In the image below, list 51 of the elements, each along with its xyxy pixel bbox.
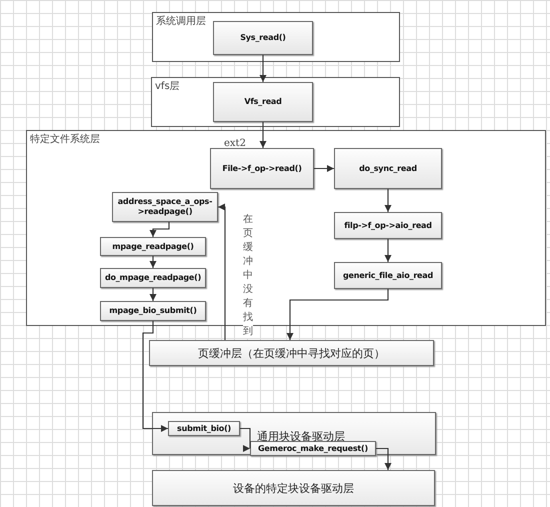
arrow bbox=[376, 448, 392, 470]
function-box bbox=[100, 237, 206, 256]
function-name: do_mpage_readpage() bbox=[104, 273, 202, 283]
arrow bbox=[150, 256, 156, 268]
function-box bbox=[168, 421, 240, 436]
layer-box bbox=[149, 340, 434, 366]
layer-frame bbox=[151, 77, 400, 127]
arrow bbox=[240, 428, 254, 450]
arrow bbox=[150, 288, 156, 301]
arrow bbox=[314, 165, 334, 172]
layer-title: 系统调用层 bbox=[156, 14, 206, 28]
file-system-label: ext2 bbox=[224, 138, 246, 149]
function-name: Sys_read() bbox=[239, 33, 287, 43]
function-box bbox=[100, 301, 206, 321]
function-box bbox=[112, 192, 218, 222]
arrow bbox=[218, 204, 226, 340]
layer-frame bbox=[26, 130, 546, 326]
arrow bbox=[384, 239, 392, 262]
function-box bbox=[334, 262, 442, 289]
arrow bbox=[260, 55, 266, 82]
arrow bbox=[142, 321, 168, 432]
function-box bbox=[100, 268, 206, 288]
function-name: do_sync_read bbox=[358, 164, 418, 174]
function-name: File->f_op->read() bbox=[221, 164, 303, 174]
function-box bbox=[210, 148, 314, 189]
function-box bbox=[250, 441, 376, 456]
function-name: Vfs_read bbox=[243, 97, 283, 107]
layer-title: 特定文件系统层 bbox=[30, 132, 100, 146]
arrow bbox=[286, 289, 389, 340]
function-box bbox=[213, 21, 313, 55]
function-box bbox=[213, 82, 313, 122]
function-name: mpage_bio_submit() bbox=[108, 306, 198, 316]
layer-title: vfs层 bbox=[155, 80, 180, 93]
function-name: filp->f_op->aio_read bbox=[343, 220, 433, 230]
function-name: mpage_readpage() bbox=[111, 242, 195, 252]
layer-name: 页缓冲层（在页缓冲中寻找对应的页） bbox=[198, 346, 385, 360]
function-name: submit_bio() bbox=[176, 424, 232, 434]
function-name: Gemeroc_make_request() bbox=[257, 444, 369, 454]
function-name: address_space_a_ops->readpage() bbox=[116, 197, 214, 217]
layer-box bbox=[152, 470, 435, 506]
function-box bbox=[334, 148, 442, 189]
arrow bbox=[150, 222, 170, 237]
layer-name: 设备的特定块设备驱动层 bbox=[233, 480, 354, 496]
layer-box bbox=[152, 412, 436, 455]
arrow bbox=[260, 122, 266, 148]
function-name: generic_file_aio_read bbox=[342, 270, 434, 280]
layer-title: 通用块设备驱动层 bbox=[257, 429, 345, 444]
layer-frame bbox=[152, 12, 400, 62]
function-box bbox=[334, 212, 442, 239]
edge-label: 在页缓冲中没有找到 bbox=[243, 212, 253, 338]
arrow bbox=[384, 189, 392, 212]
